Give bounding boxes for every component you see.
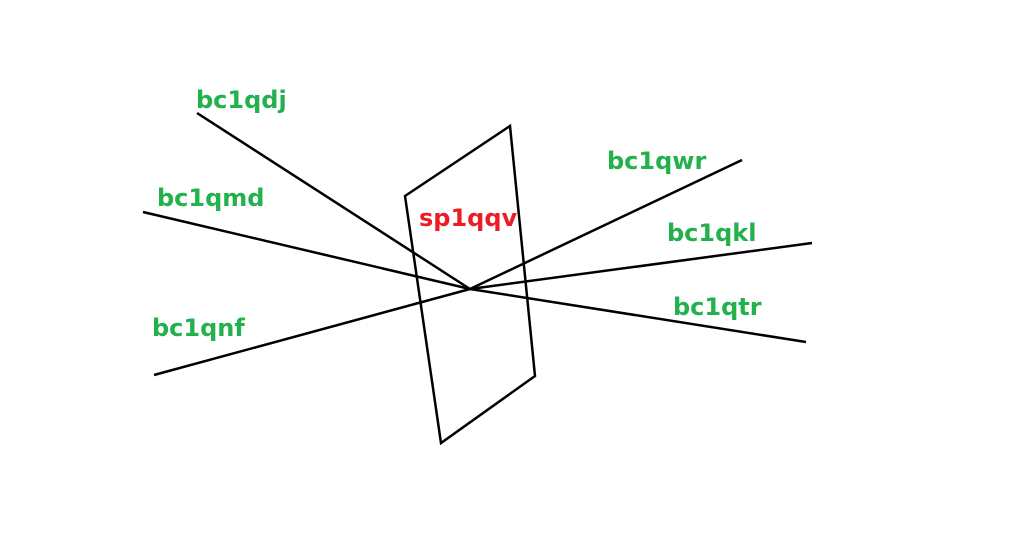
line-bc1qdj xyxy=(196,111,471,291)
line-bc1qwr xyxy=(469,158,743,291)
label-bc1qnf: bc1qnf xyxy=(152,314,245,342)
plane-outline xyxy=(403,123,537,446)
label-bc1qwr: bc1qwr xyxy=(607,147,707,175)
label-bc1qtr: bc1qtr xyxy=(673,293,762,321)
label-sp1qqv: sp1qqv xyxy=(419,204,518,232)
label-bc1qdj: bc1qdj xyxy=(196,86,287,114)
line-bc1qmd xyxy=(142,210,471,291)
label-bc1qkl: bc1qkl xyxy=(667,219,757,247)
line-bc1qtr xyxy=(469,287,807,344)
line-bc1qkl xyxy=(469,241,813,291)
label-bc1qmd: bc1qmd xyxy=(157,184,265,212)
line-bc1qnf xyxy=(153,287,471,377)
